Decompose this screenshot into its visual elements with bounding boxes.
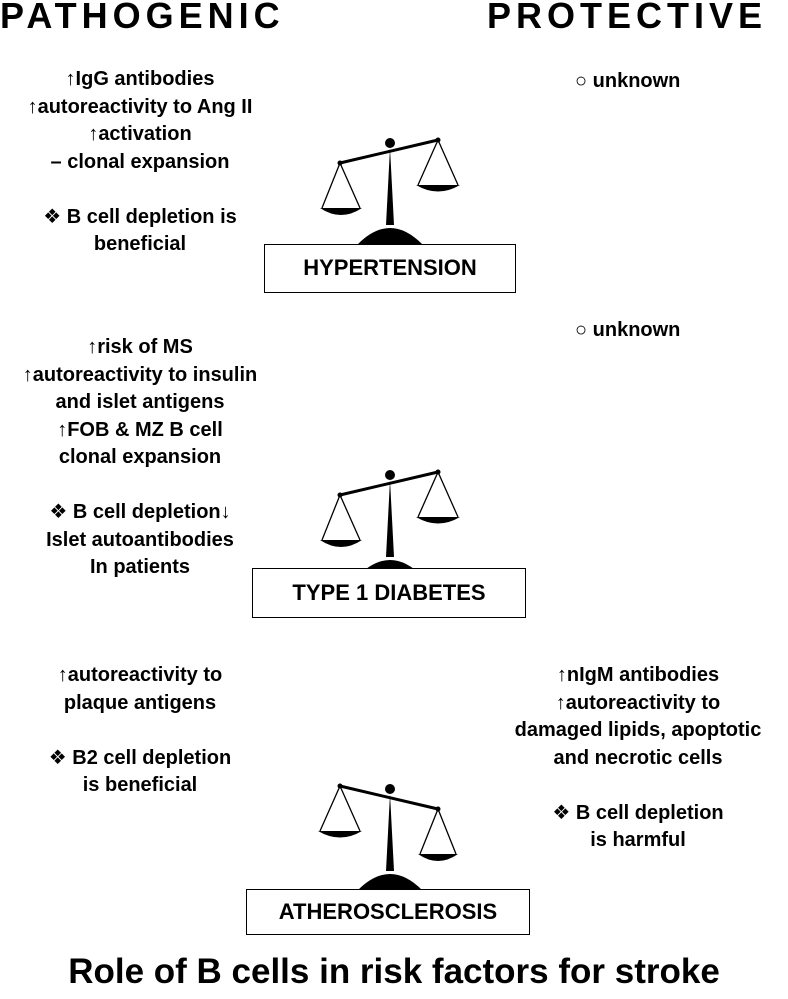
atherosclerosis-pathogenic-line: plaque antigens [63, 691, 217, 714]
hypertension-pathogenic-note: ❖ B cell depletion is [43, 205, 237, 228]
atherosclerosis-protective-line: damaged lipids, apoptotic [514, 719, 762, 741]
diabetes-pathogenic-note: Islet autoantibodies [46, 528, 234, 551]
diabetes-pathogenic-text: ↑risk of MS ↑autoreactivity to insulin a… [0, 334, 280, 582]
atherosclerosis-pathogenic-note: is beneficial [82, 774, 198, 796]
hypertension-pathogenic-line: – clonal expansion [50, 150, 230, 173]
hypertension-protective-text: ○ unknown [575, 68, 680, 96]
atherosclerosis-label: ATHEROSCLEROSIS [246, 889, 530, 935]
diabetes-label: TYPE 1 DIABETES [252, 568, 526, 618]
figure-caption: Role of B cells in risk factors for stro… [68, 952, 720, 991]
hypertension-pathogenic-note: beneficial [93, 233, 187, 255]
atherosclerosis-pathogenic-text: ↑autoreactivity to plaque antigens ❖ B2 … [0, 662, 280, 800]
protective-heading: PROTECTIVE [487, 0, 768, 36]
atherosclerosis-protective-line: ↑nIgM antibodies [556, 664, 720, 686]
hypertension-label: HYPERTENSION [264, 244, 516, 293]
hypertension-pathogenic-text: ↑IgG antibodies ↑autoreactivity to Ang I… [0, 66, 280, 259]
atherosclerosis-protective-note: ❖ B cell depletion [552, 801, 724, 824]
atherosclerosis-protective-note: is harmful [590, 829, 686, 851]
pathogenic-heading: PATHOGENIC [0, 0, 285, 36]
hypertension-pathogenic-line: ↑IgG antibodies [65, 68, 215, 90]
diabetes-balance-scale-icon [320, 469, 460, 576]
diabetes-pathogenic-line: ↑risk of MS [87, 336, 193, 358]
diabetes-pathogenic-line: and islet antigens [55, 391, 225, 413]
diabetes-pathogenic-note: In patients [89, 556, 190, 578]
diabetes-pathogenic-note: ❖ B cell depletion↓ [49, 501, 231, 523]
hypertension-pathogenic-line: ↑activation [88, 123, 192, 145]
atherosclerosis-pathogenic-note: ❖ B2 cell depletion [48, 746, 232, 769]
atherosclerosis-protective-text: ↑nIgM antibodies ↑autoreactivity to dama… [488, 662, 788, 855]
atherosclerosis-pathogenic-line: ↑autoreactivity to [57, 664, 223, 686]
atherosclerosis-balance-scale-icon [318, 783, 458, 890]
diabetes-pathogenic-line: ↑autoreactivity to insulin [22, 363, 258, 386]
hypertension-pathogenic-line: ↑autoreactivity to Ang II [27, 95, 253, 118]
atherosclerosis-protective-line: ↑autoreactivity to [555, 691, 721, 714]
diabetes-protective-line: ○ unknown [575, 319, 681, 341]
hypertension-balance-scale-icon [320, 137, 460, 244]
hypertension-protective-line: ○ unknown [575, 70, 681, 92]
diabetes-pathogenic-line: clonal expansion [58, 446, 222, 468]
diabetes-protective-text: ○ unknown [575, 317, 680, 345]
atherosclerosis-protective-line: and necrotic cells [553, 746, 723, 769]
diabetes-pathogenic-line: ↑FOB & MZ B cell [57, 418, 223, 441]
